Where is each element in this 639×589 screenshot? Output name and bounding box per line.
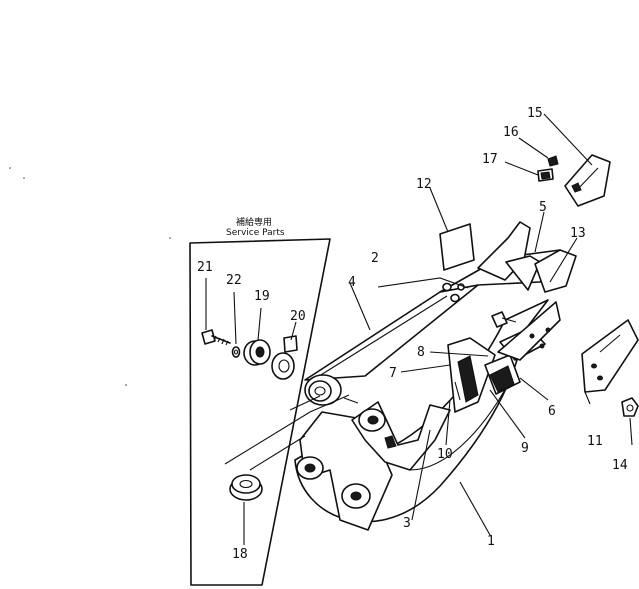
callout-21: 21 bbox=[197, 260, 213, 275]
service-parts-heading-en: Service Parts bbox=[226, 228, 285, 238]
callout-20: 20 bbox=[290, 309, 306, 324]
callout-2: 2 bbox=[371, 251, 379, 266]
bucket-body bbox=[294, 221, 577, 531]
tooth-15 bbox=[564, 154, 611, 207]
callout-22: 22 bbox=[226, 273, 242, 288]
nut-14 bbox=[621, 397, 639, 417]
leader-lines bbox=[205, 113, 633, 545]
shim-20 bbox=[271, 335, 298, 380]
bushing-19 bbox=[243, 339, 271, 366]
callout-11: 11 bbox=[587, 434, 603, 449]
callout-9: 9 bbox=[521, 441, 529, 456]
service-parts-box: 補給専用 Service Parts bbox=[189, 216, 331, 586]
callout-labels: 1 2 3 4 5 6 7 8 9 10 11 12 13 14 15 16 1… bbox=[197, 106, 628, 562]
callout-7: 7 bbox=[389, 366, 397, 381]
callout-12: 12 bbox=[416, 177, 432, 192]
callout-4: 4 bbox=[348, 275, 356, 290]
callout-16: 16 bbox=[503, 125, 519, 140]
side-plate-13 bbox=[497, 301, 561, 361]
callout-18: 18 bbox=[232, 547, 248, 562]
callout-19: 19 bbox=[254, 289, 270, 304]
callout-8: 8 bbox=[417, 345, 425, 360]
bushing-18 bbox=[229, 474, 263, 501]
callout-14: 14 bbox=[612, 458, 628, 473]
pin-16 bbox=[547, 155, 559, 167]
side-cutter-11 bbox=[581, 319, 639, 393]
callout-15: 15 bbox=[527, 106, 543, 121]
callout-5: 5 bbox=[539, 200, 547, 215]
callout-3: 3 bbox=[403, 516, 411, 531]
washer-22 bbox=[231, 346, 241, 358]
service-parts-heading-jp: 補給専用 bbox=[236, 216, 272, 228]
lock-17 bbox=[537, 168, 554, 182]
callout-13: 13 bbox=[570, 226, 586, 241]
scan-specks bbox=[9, 167, 171, 386]
callout-10: 10 bbox=[437, 447, 453, 462]
callout-6: 6 bbox=[548, 404, 556, 419]
callout-1: 1 bbox=[487, 534, 495, 549]
callout-17: 17 bbox=[482, 152, 498, 167]
bolt-21 bbox=[201, 329, 231, 346]
